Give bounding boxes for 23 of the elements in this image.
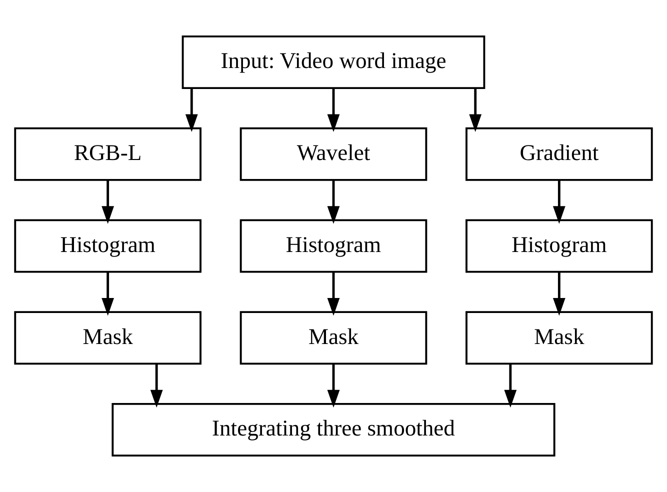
arrow bbox=[327, 272, 340, 316]
node-box: Histogram bbox=[240, 219, 428, 273]
arrow bbox=[552, 180, 566, 224]
arrow bbox=[327, 180, 340, 224]
node-box: Gradient bbox=[466, 127, 653, 181]
arrow bbox=[102, 272, 114, 316]
node-box: Histogram bbox=[466, 219, 653, 273]
node-box: Integrating three smoothed bbox=[112, 403, 556, 457]
arrow bbox=[469, 88, 482, 132]
node-box: Mask bbox=[14, 311, 202, 365]
arrow bbox=[185, 88, 198, 132]
node-box: Histogram bbox=[14, 219, 202, 273]
node-box: Mask bbox=[466, 311, 653, 365]
arrow bbox=[327, 88, 340, 132]
node-box: Mask bbox=[240, 311, 428, 365]
arrow bbox=[504, 364, 517, 408]
node-box: Wavelet bbox=[240, 127, 428, 181]
arrow bbox=[327, 364, 340, 408]
arrow bbox=[150, 364, 163, 408]
node-box: Input: Video word image bbox=[182, 35, 486, 89]
node-box: RGB-L bbox=[14, 127, 202, 181]
arrow bbox=[552, 272, 566, 316]
arrow bbox=[102, 180, 114, 224]
